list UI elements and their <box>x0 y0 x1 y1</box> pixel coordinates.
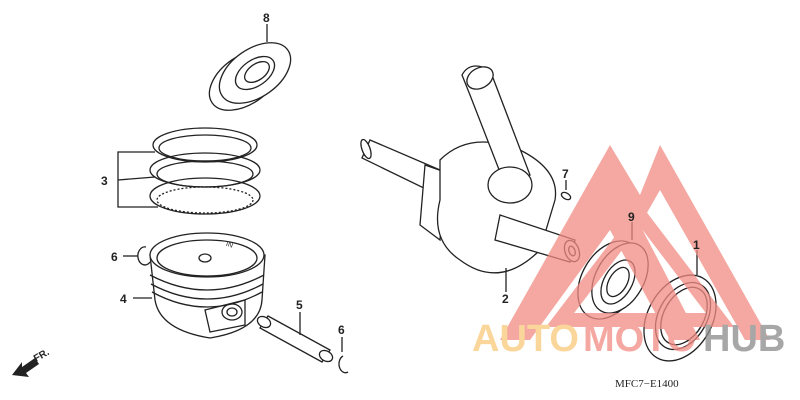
diagram-code: MFC7−E1400 <box>615 378 679 390</box>
callout-6a: 6 <box>111 250 118 264</box>
woodruff-key-7 <box>560 180 572 201</box>
clip-6a <box>123 246 151 266</box>
callout-6b: 6 <box>338 323 345 337</box>
callout-4: 4 <box>120 292 127 306</box>
piston-rings-3 <box>117 127 261 215</box>
callout-2: 2 <box>502 292 509 306</box>
callout-8: 8 <box>263 11 270 25</box>
callout-9: 9 <box>628 210 635 224</box>
callout-5: 5 <box>296 298 303 312</box>
piston-4: IN <box>133 232 266 339</box>
piston-pin-5 <box>256 312 334 363</box>
front-label: FR. <box>32 347 52 365</box>
callout-3: 3 <box>101 174 108 188</box>
callout-1: 1 <box>693 238 700 252</box>
piston-in-mark: IN <box>225 241 234 250</box>
watermark-hub: HUB <box>703 318 785 360</box>
watermark-logo: AUTO MOTO HUB <box>472 145 785 360</box>
bearing-8 <box>208 24 292 111</box>
watermark-auto: AUTO <box>472 318 579 360</box>
watermark-moto: MOTO <box>583 318 696 360</box>
callout-7: 7 <box>562 167 569 181</box>
clip-6b <box>338 337 349 374</box>
front-arrow-icon: FR. <box>12 347 52 377</box>
